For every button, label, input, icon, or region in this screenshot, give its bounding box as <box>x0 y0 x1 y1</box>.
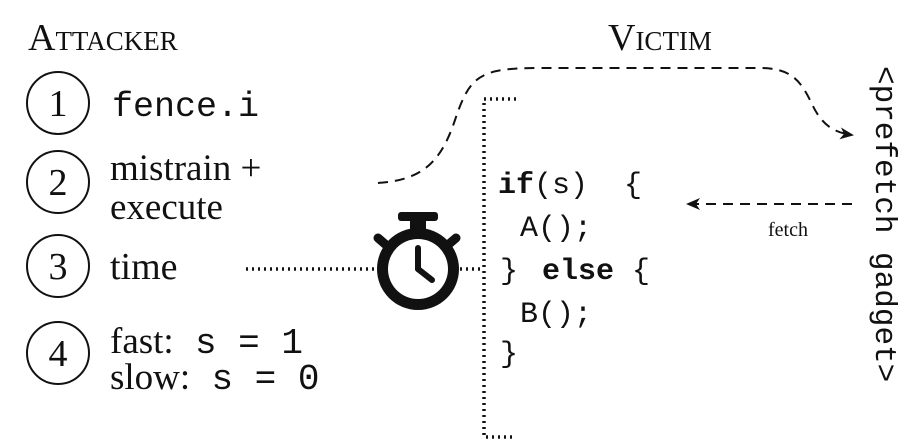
step-3-number: 3 <box>49 246 68 288</box>
step-4-circle <box>26 321 90 385</box>
fetch-label: fetch <box>768 219 808 241</box>
victim-code: if(s) { A(); } else { B(); } <box>498 169 650 372</box>
step-3: 3 time <box>26 234 178 298</box>
code-line-b: B(); <box>520 298 592 332</box>
code-line-else: } else { <box>500 255 650 289</box>
code-if-keyword: if <box>498 169 534 203</box>
step-2-circle <box>26 150 90 214</box>
step-1-circle <box>26 71 90 135</box>
code-a-call: A(); <box>520 212 592 246</box>
code-b-call: B(); <box>520 298 592 332</box>
step-4-slow-label: slow: <box>110 357 190 398</box>
step-2: 2 mistrain + execute <box>26 148 261 228</box>
code-close-open: } <box>500 255 536 289</box>
step-4-fast: fast: s = 1 <box>110 321 303 364</box>
code-if-rest: (s) { <box>534 169 642 203</box>
step-4-slow-code: s = 0 <box>211 359 319 400</box>
step-1-code: fence.i <box>112 87 259 127</box>
mistrain-arrow <box>377 67 854 184</box>
step-2-line1: mistrain + <box>110 148 261 189</box>
code-line-close: } <box>500 338 518 372</box>
code-else-brace: { <box>614 255 650 289</box>
step-1-number: 1 <box>49 83 68 125</box>
step-4: 4 fast: s = 1 slow: s = 0 <box>26 321 319 400</box>
step-4-fast-label: fast: <box>110 321 174 362</box>
stopwatch-icon <box>373 212 461 310</box>
step-2-number: 2 <box>49 162 68 204</box>
code-line-if: if(s) { <box>498 169 642 203</box>
step-2-line2: execute <box>110 187 223 228</box>
code-else-keyword: else <box>542 255 614 289</box>
step-1: 1 fence.i <box>26 71 259 135</box>
victim-bracket <box>482 97 516 439</box>
code-line-a: A(); <box>520 212 592 246</box>
step-3-circle <box>26 234 90 298</box>
step-4-slow: slow: s = 0 <box>110 357 319 400</box>
step-3-text: time <box>110 246 178 288</box>
attacker-title: Attacker <box>28 17 178 59</box>
victim-title: Victim <box>608 17 712 59</box>
step-4-number: 4 <box>49 333 68 375</box>
step-4-fast-code: s = 1 <box>195 323 303 364</box>
prefetch-gadget-label: <prefetch gadget> <box>866 66 901 382</box>
